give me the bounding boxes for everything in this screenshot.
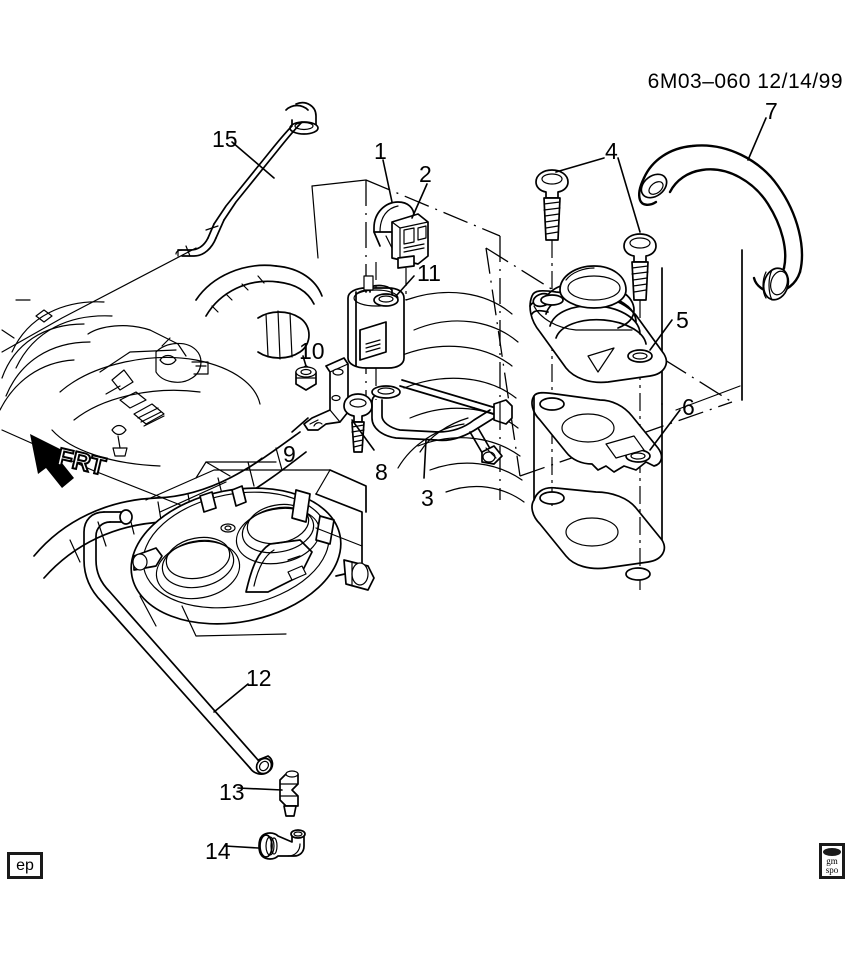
callout-number-5: 5 (676, 307, 689, 333)
callout-number-12: 12 (246, 665, 272, 691)
part-13-hose-fitting (279, 770, 299, 817)
intake-manifold-boss (531, 395, 666, 581)
part-4-egr-valve-bolts (535, 169, 657, 590)
gm-logo-oval (823, 848, 841, 856)
part-8-bracket-bolt (343, 393, 373, 453)
sheet-tag: ep (7, 852, 43, 879)
callout-number-6: 6 (682, 394, 695, 420)
part-3-egr-vacuum-pipe (371, 379, 513, 465)
callout-number-10: 10 (299, 338, 325, 364)
gm-logo-line2: spo (825, 865, 839, 875)
callout-number-3: 3 (421, 485, 434, 511)
part-9-bracket (303, 357, 349, 431)
front-direction-arrow (30, 434, 74, 488)
callout-number-13: 13 (219, 779, 245, 805)
callout-number-1: 1 (374, 138, 387, 164)
engine-reference-outline (0, 179, 743, 579)
callout-number-15: 15 (212, 126, 238, 152)
part-6-egr-valve-gasket (531, 391, 663, 473)
callout-number-14: 14 (205, 838, 231, 864)
part-10-nut (295, 365, 317, 391)
callout-leader-lines (213, 117, 767, 849)
part-5-egr-valve (529, 265, 668, 384)
part-14-elbow-fitting (258, 829, 306, 860)
part-11-egr-solenoid-valve (347, 262, 405, 400)
callout-number-11: 11 (417, 260, 441, 286)
part-7-egr-outlet-hose (638, 144, 804, 301)
callout-number-8: 8 (375, 459, 388, 485)
callout-number-2: 2 (419, 161, 432, 187)
drawing-code: 6M03–060 12/14/99 (647, 70, 843, 93)
callout-number-4: 4 (605, 138, 618, 164)
gm-logo-line1: gm (826, 856, 838, 866)
throttle-body-assembly (130, 457, 375, 637)
part-2-electrical-connector (391, 213, 429, 300)
part-12-vacuum-hose (83, 509, 274, 775)
callout-number-9: 9 (283, 441, 296, 467)
gm-spo-logo: gm spo (819, 843, 845, 879)
callout-number-7: 7 (765, 98, 778, 124)
part-15-vacuum-tube-assembly (175, 101, 319, 257)
